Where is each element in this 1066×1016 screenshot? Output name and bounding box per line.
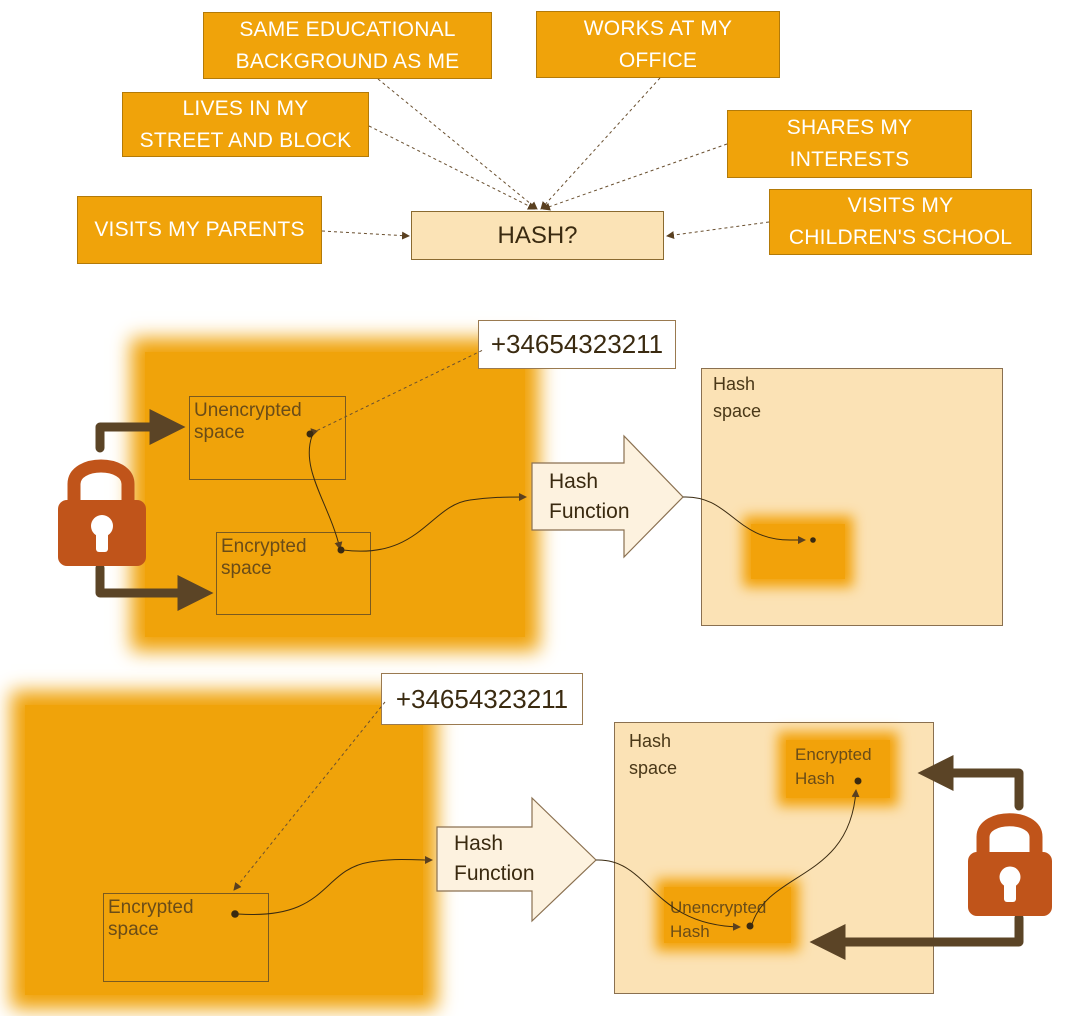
hash-space-label: Hash space	[713, 371, 761, 425]
encrypted-hash-region	[786, 740, 890, 798]
bottom-to-unencrypted-hash-curve	[595, 859, 741, 931]
connector-line	[368, 125, 536, 210]
label-line: space	[713, 401, 762, 421]
visits-school-box: VISITS MY CHILDREN'S SCHOOL	[769, 189, 1032, 255]
box-line: OFFICE	[618, 48, 698, 72]
unencrypted-space-box: Unencrypted space	[189, 396, 346, 480]
bottom-to-hash-function-curve	[237, 855, 433, 915]
space-label-line: space	[194, 422, 245, 443]
lock-arrow-top	[917, 755, 1024, 811]
label-line: Encrypted	[795, 745, 872, 764]
connector-line	[377, 78, 538, 210]
box-line: VISITS MY	[847, 194, 954, 217]
hash-function-label: Hash Function	[549, 467, 630, 527]
visits-parents-box: VISITS MY PARENTS	[77, 196, 322, 264]
unencrypted-hash-label: Unencrypted Hash	[670, 896, 766, 944]
hash-target-region	[751, 524, 845, 579]
middle-lock-arrows	[95, 409, 214, 611]
encrypted-hash-point	[854, 777, 862, 785]
box-line: VISITS MY PARENTS	[94, 218, 305, 241]
phone-number-box: +34654323211	[478, 320, 676, 369]
bottom-lock-arrows	[809, 755, 1024, 960]
label-line: Unencrypted	[670, 898, 767, 917]
connector-line	[321, 230, 410, 240]
space-label-line: space	[221, 558, 272, 579]
encryption-link	[308, 428, 343, 550]
label-line: Hash	[670, 922, 710, 941]
hash-point	[810, 537, 816, 543]
box-line: SHARES MY	[786, 116, 913, 139]
encrypted-space-box: Encrypted space	[216, 532, 371, 615]
bottom-phone-connector	[233, 701, 386, 891]
label-line: Hash	[713, 374, 756, 394]
connector-line	[540, 77, 661, 210]
lock-arrow-bottom	[809, 913, 1024, 960]
label-line: Function	[454, 862, 535, 885]
bottom-encrypted-point	[231, 910, 239, 918]
space-label-line: Encrypted	[108, 897, 194, 918]
box-line: BACKGROUND AS ME	[235, 49, 460, 73]
bottom-hash-function-label: Hash Function	[454, 829, 535, 889]
bottom-phone-number-box: +34654323211	[381, 673, 583, 725]
connector-line	[542, 143, 728, 211]
phone-connector	[311, 349, 484, 434]
lock-icon	[58, 459, 146, 566]
space-label-line: space	[108, 919, 159, 940]
hash-question-label: HASH?	[497, 221, 578, 249]
bottom-hash-function-arrow	[436, 796, 597, 923]
to-hash-point-curve	[682, 496, 806, 544]
unencrypted-hash-point	[746, 922, 754, 930]
to-hash-function-curve	[342, 493, 527, 552]
box-line: SAME EDUCATIONAL	[239, 17, 456, 41]
label-line: space	[629, 758, 678, 778]
to-encrypted-hash-curve	[751, 789, 860, 925]
box-line: WORKS AT MY	[583, 16, 733, 40]
hash-question-box: HASH?	[411, 211, 664, 260]
hash-function-arrow	[531, 434, 684, 559]
label-line: Function	[549, 500, 630, 523]
encrypted-point	[337, 546, 345, 554]
lock-arrow-bottom	[95, 563, 214, 611]
label-line: Hash	[549, 470, 599, 493]
same-educational-background-box: SAME EDUCATIONAL BACKGROUND AS ME	[203, 12, 492, 79]
connector-line	[666, 221, 770, 240]
hash-space-box	[701, 368, 1003, 626]
shares-interests-box: SHARES MY INTERESTS	[727, 110, 972, 178]
lock-arrow-top	[95, 409, 186, 453]
unencrypted-hash-region	[664, 887, 791, 943]
box-line: INTERESTS	[789, 148, 910, 171]
unencrypted-point	[306, 430, 314, 438]
label-line: Hash	[454, 832, 504, 855]
lives-in-street-box: LIVES IN MY STREET AND BLOCK	[122, 92, 369, 157]
phone-number: +34654323211	[395, 683, 569, 714]
space-label-line: Encrypted	[221, 536, 307, 557]
bottom-encrypted-space-box: Encrypted space	[103, 893, 269, 982]
lock-icon	[968, 813, 1052, 916]
label-line: Hash	[795, 769, 835, 788]
phone-number: +34654323211	[490, 329, 664, 359]
box-line: STREET AND BLOCK	[139, 128, 352, 152]
box-line: CHILDREN'S SCHOOL	[788, 226, 1013, 249]
top-connectors	[321, 77, 770, 240]
space-label-line: Unencrypted	[194, 400, 302, 421]
encrypted-hash-label: Encrypted Hash	[795, 743, 872, 791]
box-line: LIVES IN MY	[182, 96, 309, 120]
works-at-office-box: WORKS AT MY OFFICE	[536, 11, 780, 78]
bottom-orange-region	[25, 705, 423, 995]
bottom-hash-space-label: Hash space	[629, 728, 677, 782]
label-line: Hash	[629, 731, 672, 751]
